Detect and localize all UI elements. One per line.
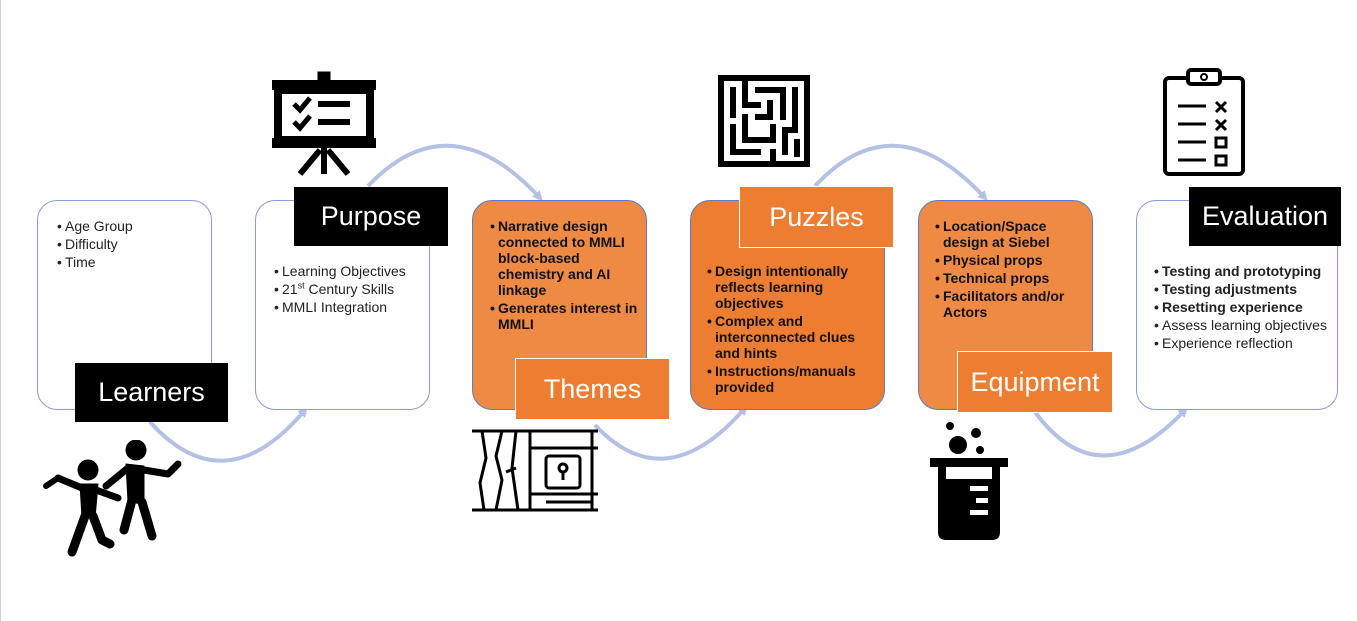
list-item: Testing and prototyping	[1154, 263, 1334, 279]
left-border	[0, 0, 1, 621]
list-item: Experience reflection	[1154, 335, 1334, 351]
dancing-people-icon	[43, 440, 182, 557]
list-item: 21st Century Skills	[274, 281, 424, 297]
arrow-equipment-evaluation	[1033, 407, 1188, 458]
list-item: Instructions/manuals provided	[707, 363, 877, 395]
arrow-purpose-themes	[366, 143, 543, 201]
evaluation-list: Testing and prototyping Testing adjustme…	[1154, 263, 1334, 353]
equipment-label: Equipment	[957, 351, 1113, 413]
list-item: Testing adjustments	[1154, 281, 1334, 297]
list-item: Age Group	[57, 218, 207, 234]
themes-label: Themes	[515, 358, 670, 420]
list-item: Location/Space design at Siebel	[935, 218, 1085, 250]
list-item: Resetting experience	[1154, 299, 1334, 315]
clipboard-checklist-icon	[1163, 68, 1245, 176]
list-item: Assess learning objectives	[1154, 317, 1334, 333]
arrow-learners-purpose	[148, 406, 308, 463]
themes-list: Narrative design connected to MMLI block…	[490, 218, 640, 334]
equipment-list: Location/Space design at Siebel Physical…	[935, 218, 1085, 322]
locked-door-icon	[472, 429, 598, 512]
list-item: Generates interest in MMLI	[490, 300, 640, 332]
puzzles-label: Puzzles	[739, 186, 894, 248]
list-item: Learning Objectives	[274, 263, 424, 279]
beaker-icon	[930, 422, 1008, 540]
purpose-list: Learning Objectives 21st Century Skills …	[274, 263, 424, 317]
maze-icon	[718, 75, 810, 167]
list-item: Facilitators and/or Actors	[935, 288, 1085, 320]
list-item: Technical props	[935, 270, 1085, 286]
list-item: Difficulty	[57, 236, 207, 252]
arrow-puzzles-equipment	[813, 143, 988, 201]
learners-label: Learners	[75, 363, 228, 422]
purpose-label: Purpose	[294, 187, 448, 246]
list-item: Narrative design connected to MMLI block…	[490, 218, 640, 298]
list-item: Design intentionally reflects learning o…	[707, 263, 877, 311]
list-item: MMLI Integration	[274, 299, 424, 315]
learners-list: Age Group Difficulty Time	[57, 218, 207, 272]
presentation-board-icon	[272, 71, 376, 176]
list-item: Complex and interconnected clues and hin…	[707, 313, 877, 361]
list-item: Physical props	[935, 252, 1085, 268]
puzzles-list: Design intentionally reflects learning o…	[707, 263, 877, 397]
evaluation-label: Evaluation	[1189, 187, 1341, 246]
skills-text: Century Skills	[304, 281, 395, 297]
skills-ordinal: st	[297, 280, 305, 291]
skills-number: 21	[282, 281, 298, 297]
arrow-themes-puzzles	[593, 404, 748, 461]
list-item: Time	[57, 254, 207, 270]
